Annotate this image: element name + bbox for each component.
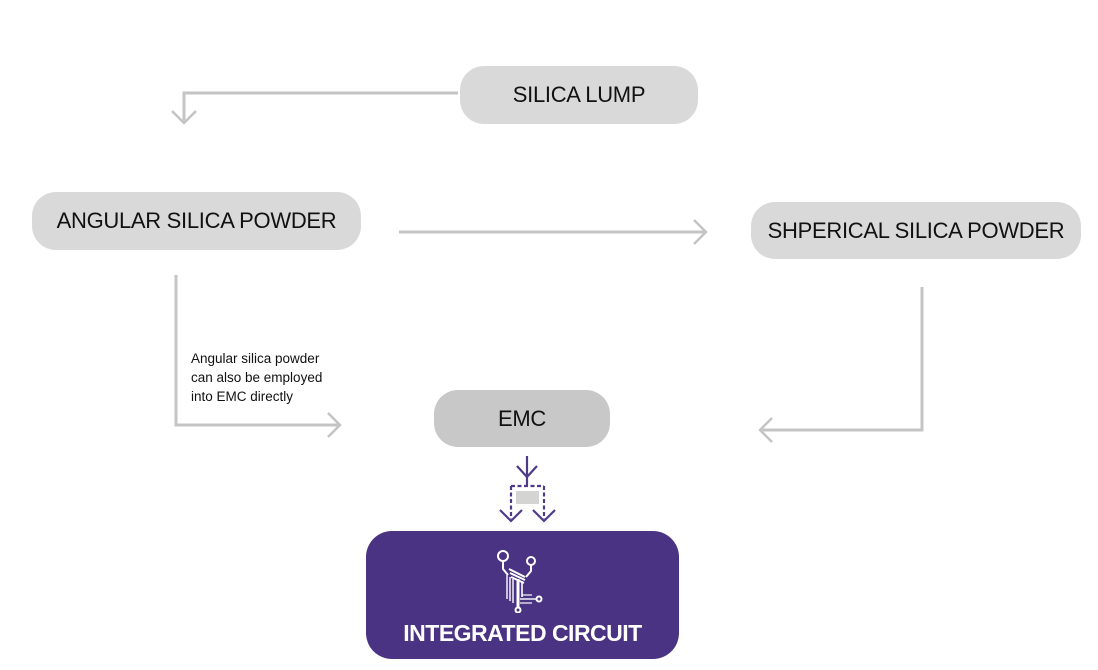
note-line: Angular silica powder — [191, 351, 320, 366]
note-line: can also be employed — [191, 370, 323, 385]
node-integrated-circuit: INTEGRATED CIRCUIT — [366, 531, 679, 659]
node-label: INTEGRATED CIRCUIT — [403, 620, 642, 646]
note-line: into EMC directly — [191, 389, 294, 404]
connector-spherical-to-emc — [762, 287, 924, 432]
node-label: EMC — [498, 405, 546, 431]
split-box — [516, 491, 539, 504]
note-angular-direct-to-emc: Angular silica powder can also be employ… — [191, 349, 322, 406]
node-label: SHPERICAL SILICA POWDER — [767, 217, 1065, 243]
arrowhead-down-icon — [171, 110, 197, 125]
arrowhead-left-icon — [758, 417, 773, 443]
circuit-icon — [497, 550, 543, 613]
node-label: ANGULAR SILICA POWDER — [56, 208, 337, 233]
node-angular-silica-powder: ANGULAR SILICA POWDER — [32, 192, 361, 250]
split-arrow-icon — [499, 456, 556, 523]
node-silica-lump: SILICA LUMP — [460, 66, 698, 124]
node-emc: EMC — [434, 390, 610, 447]
node-label: SILICA LUMP — [512, 82, 646, 107]
connector-angular-to-emc — [174, 275, 339, 427]
node-spherical-silica-powder: SHPERICAL SILICA POWDER — [751, 202, 1081, 259]
arrowhead-right-icon — [327, 412, 342, 438]
arrowhead-right-icon — [693, 219, 708, 245]
connector-lump-to-angular — [182, 91, 458, 123]
